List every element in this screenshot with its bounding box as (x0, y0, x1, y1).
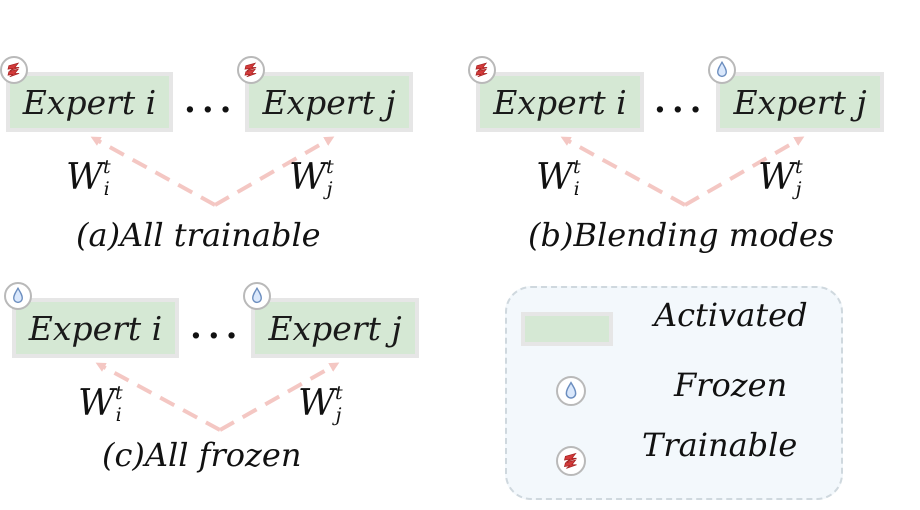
weight-i-label: Wti (66, 156, 111, 200)
weight-j-label: Wtj (758, 156, 803, 200)
weight-j-label: Wtj (289, 156, 334, 200)
weight-i-label: Wti (536, 156, 581, 200)
water-drop-icon (243, 282, 271, 310)
caption-b: (b)Blending modes (528, 216, 835, 254)
expert-j-box: Expert j (716, 72, 884, 132)
expert-j-label: Expert j (262, 82, 396, 122)
flame-icon (468, 56, 496, 84)
expert-i-box: Expert i (6, 72, 173, 132)
flame-icon (556, 446, 586, 476)
expert-j-box: Expert j (245, 72, 413, 132)
flame-icon (237, 56, 265, 84)
water-drop-icon (708, 56, 736, 84)
expert-i-label: Expert i (22, 82, 157, 122)
expert-j-label: Expert j (268, 308, 402, 348)
ellipsis: ... (190, 307, 244, 347)
expert-i-box: Expert i (12, 298, 179, 358)
legend-activated-swatch (521, 312, 613, 346)
legend-trainable-label: Trainable (642, 426, 798, 464)
expert-i-label: Expert i (28, 308, 163, 348)
expert-i-label: Expert i (493, 82, 627, 122)
water-drop-icon (4, 282, 32, 310)
weight-i-label: Wti (78, 382, 123, 426)
weight-j-label: Wtj (298, 382, 343, 426)
legend-frozen-label: Frozen (674, 366, 788, 404)
water-drop-icon (556, 376, 586, 406)
legend-activated-label: Activated (654, 296, 808, 334)
caption-a: (a)All trainable (76, 216, 321, 254)
expert-i-box: Expert i (476, 72, 644, 132)
caption-c: (c)All frozen (102, 436, 302, 474)
ellipsis: ... (184, 81, 238, 121)
expert-j-box: Expert j (251, 298, 419, 358)
expert-j-label: Expert j (733, 82, 867, 122)
ellipsis: ... (654, 81, 708, 121)
flame-icon (0, 56, 28, 84)
